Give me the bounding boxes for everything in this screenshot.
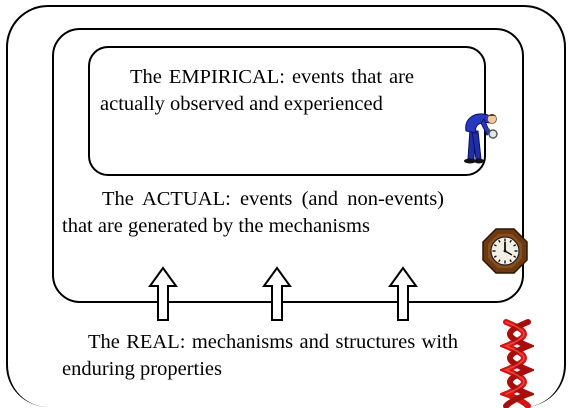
actual-label: The ACTUAL: events (and non-events) that… <box>62 188 444 237</box>
person-with-magnifier-icon <box>464 113 498 164</box>
empirical-label: The EMPIRICAL: events that are actually … <box>100 66 414 115</box>
up-arrow-icon <box>148 266 178 321</box>
real-label: The REAL: mechanisms and structures with… <box>62 331 458 380</box>
up-arrow-icon <box>388 266 418 321</box>
dna-helix-icon <box>500 319 534 408</box>
empirical-domain-box <box>88 46 486 176</box>
up-arrow-icon <box>262 266 292 321</box>
clock-icon <box>482 228 528 274</box>
